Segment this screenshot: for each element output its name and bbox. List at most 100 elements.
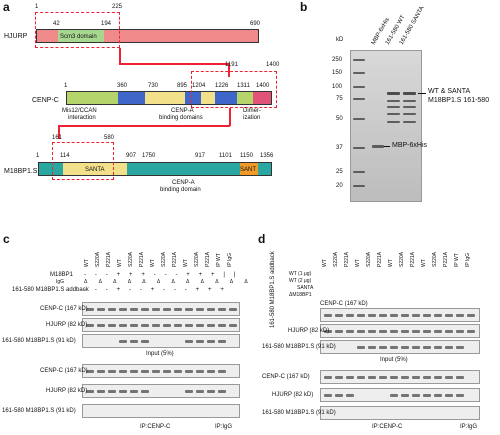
blot-band: [423, 376, 431, 379]
blot-band: [423, 330, 431, 333]
blot-band: [379, 346, 387, 349]
d-ipigg-label: IP:IgG: [460, 424, 478, 430]
blot-band: [423, 394, 431, 397]
cenpc-pos-1191: 1191: [225, 62, 238, 68]
c-col-header: P221A: [205, 251, 211, 267]
ladder-band: [353, 118, 365, 120]
marker-25: 25: [336, 169, 343, 175]
marker-150: 150: [332, 70, 343, 76]
blot-band: [141, 370, 149, 373]
blot-band: [86, 308, 94, 311]
c-col-header: S220A: [128, 251, 134, 267]
c-col-header: WT: [150, 259, 156, 267]
annot-m18: M18BP1.S 161-580: [428, 97, 490, 104]
marker-75: 75: [336, 96, 343, 102]
d-col-header: IP IgG: [465, 252, 471, 267]
panel-d-letter: d: [258, 232, 266, 246]
cenpc-green-2: [237, 92, 253, 104]
d-col-header: WT: [388, 259, 394, 267]
blot-band: [401, 330, 409, 333]
c-col-header: WT: [117, 259, 123, 267]
blot-band: [368, 346, 376, 349]
blot-band: [86, 370, 94, 373]
marker-100: 100: [332, 84, 343, 90]
blot-band: [119, 390, 127, 393]
blot-band: [108, 370, 116, 373]
blot-band: [379, 330, 387, 333]
blot-band: [357, 330, 365, 333]
d-col-header: IP WT: [454, 253, 460, 267]
d-col-header: P221A: [410, 251, 416, 267]
blot-band: [86, 324, 94, 327]
marker-37: 37: [336, 145, 343, 151]
m18-label: M18BP1.S: [4, 168, 38, 175]
hjurp-pos-end: 690: [250, 21, 261, 27]
d-label-cenpc: CENP-C (167 kD): [320, 301, 368, 307]
blot-band: [86, 390, 94, 393]
ladder-band: [353, 72, 365, 74]
blot-band: [346, 314, 354, 317]
m18-binding-label: binding domain: [160, 187, 201, 193]
blot-band: [174, 370, 182, 373]
d-row-santa: SANTA: [297, 285, 314, 291]
d-row-dm18: ΔM18BP1: [289, 292, 312, 298]
d-col-header: P221A: [344, 251, 350, 267]
d-ip-label-hjurp: HJURP (82 kD): [272, 392, 314, 398]
blot-band: [229, 324, 237, 327]
blot-band: [324, 376, 332, 379]
blot-band: [229, 308, 237, 311]
blot-band: [346, 394, 354, 397]
blot-band: [324, 314, 332, 317]
cenpc-blue-1: [118, 92, 145, 104]
d-col-header: WT: [322, 259, 328, 267]
blot-band: [152, 308, 160, 311]
m18-santa-label: SANTA: [85, 167, 105, 173]
blot-band: [368, 330, 376, 333]
marker-50: 50: [336, 116, 343, 122]
blot-band: [130, 370, 138, 373]
cenpc-pos-360: 360: [117, 83, 128, 89]
blot-band: [456, 314, 464, 317]
d-row-wt1: WT (1 μg): [289, 271, 312, 277]
blot-band: [379, 314, 387, 317]
c-m18-marks: - - - + + + - - - + + + | |: [84, 272, 239, 278]
blot-band: [335, 376, 343, 379]
blot-band: [445, 314, 453, 317]
santa-band: [403, 106, 416, 108]
wt-band: [387, 113, 400, 115]
blot-band: [119, 370, 127, 373]
c-col-header: IP WT: [216, 253, 222, 267]
blot-band: [163, 324, 171, 327]
c-label-hjurp: HJURP (82 kD): [46, 322, 88, 328]
m18-pos-917: 917: [195, 153, 206, 159]
c-col-header: S220A: [194, 251, 200, 267]
hjurp-pos-1: 1: [35, 4, 39, 10]
blot-band: [357, 314, 365, 317]
blot-band: [456, 330, 464, 333]
connector-line: [58, 125, 230, 127]
cenpc-label: CENP-C: [32, 97, 59, 104]
d-label-m18: 161-580 M18BP1.S (91 kD): [262, 344, 336, 350]
blot-band: [335, 314, 343, 317]
blot-band: [108, 324, 116, 327]
connector-line: [119, 48, 121, 64]
blot-band: [401, 314, 409, 317]
blot-band: [185, 324, 193, 327]
hjurp-pos-194: 194: [101, 21, 112, 27]
m18-pos-161: 161: [52, 135, 63, 141]
blot-band: [445, 394, 453, 397]
blot-band: [119, 324, 127, 327]
cenpc-dimer-label: Dimer-: [243, 108, 261, 114]
lane-label-santa: 161-580 SANTA: [398, 5, 426, 46]
hjurp-domain-label: Scm3 domain: [60, 34, 97, 40]
blot-band: [368, 314, 376, 317]
blot-band: [434, 394, 442, 397]
blot-band: [412, 346, 420, 349]
blot-band: [207, 308, 215, 311]
blot-band: [357, 376, 365, 379]
blot-band: [218, 390, 226, 393]
cenpc-blue-3: [215, 92, 237, 104]
cenpc-yellow-1: [145, 92, 185, 104]
mbp-band: [372, 145, 384, 148]
c-addback-marks: - - - + - - + - - - + + +: [84, 287, 228, 293]
